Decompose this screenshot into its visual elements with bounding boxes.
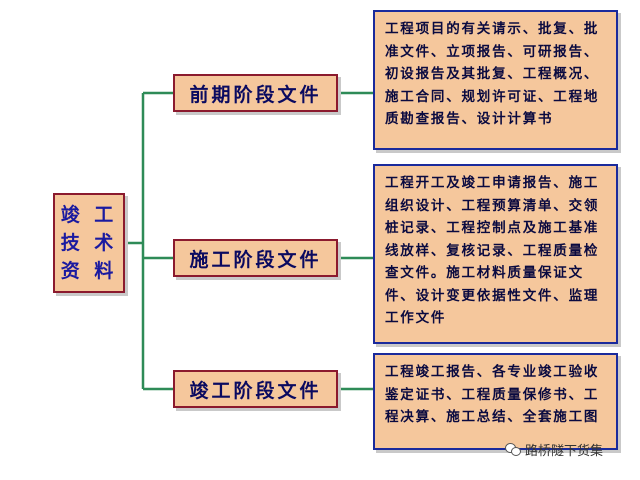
stage-node-completion: 竣工阶段文件 xyxy=(173,370,338,408)
wechat-icon xyxy=(505,443,521,456)
root-line-3: 资 料 xyxy=(60,260,118,282)
stage-node-construction: 施工阶段文件 xyxy=(173,239,338,277)
root-node: 竣 工 技 术 资 料 xyxy=(53,193,125,293)
watermark-text: 路桥隧下货集 xyxy=(525,444,604,459)
detail-box-completion: 工程竣工报告、各专业竣工验收鉴定证书、工程质量保修书、工程决算、施工总结、全套施… xyxy=(373,353,618,450)
root-line-2: 技 术 xyxy=(60,232,118,254)
watermark: 路桥隧下货集 xyxy=(505,440,603,459)
detail-box-construction: 工程开工及竣工申请报告、施工组织设计、工程预算清单、交领桩记录、工程控制点及施工… xyxy=(373,164,618,344)
detail-box-preliminary: 工程项目的有关请示、批复、批准文件、立项报告、可研报告、初设报告及其批复、工程概… xyxy=(373,10,618,150)
root-line-1: 竣 工 xyxy=(60,204,118,226)
stage-node-preliminary: 前期阶段文件 xyxy=(173,74,338,112)
